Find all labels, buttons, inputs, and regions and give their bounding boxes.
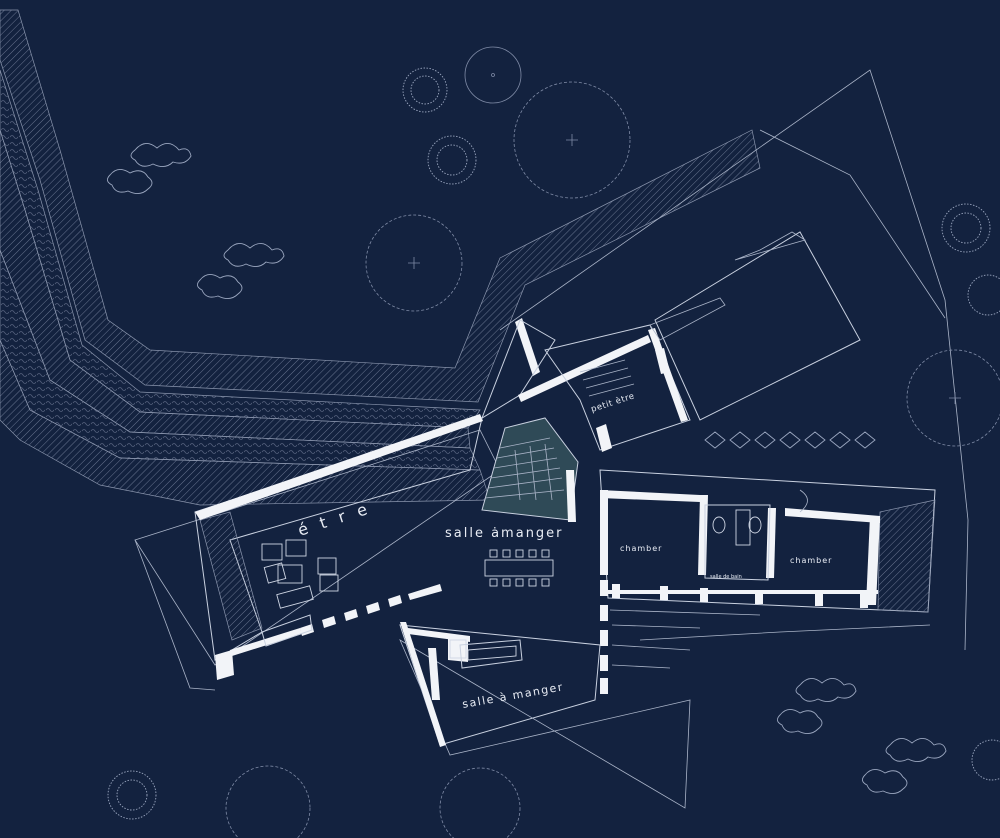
shrub-6: [971, 739, 1000, 781]
walkways: [609, 609, 761, 669]
label-salle-de-bain: salle de bain: [710, 574, 742, 580]
small-stair: [579, 359, 635, 397]
shrub-2: [427, 135, 477, 185]
label-chamber-left: chamber: [620, 544, 662, 553]
groundcover-5: [795, 678, 857, 702]
tree-2: [513, 81, 631, 199]
trees: [107, 46, 1000, 838]
groundcover-6: [777, 709, 823, 734]
stair-treads: [484, 437, 565, 501]
groundcover-4: [197, 274, 243, 299]
groundcover-8: [862, 769, 908, 794]
tree-3: [365, 214, 463, 312]
label-etre: é t r e: [295, 498, 373, 539]
hedge-row: [704, 431, 876, 449]
groundcover-2: [107, 169, 153, 194]
stair-core: [481, 417, 579, 521]
living-furniture: [261, 539, 339, 609]
stream: [0, 9, 761, 506]
label-salle-amanger: salle ȧmanger: [445, 526, 564, 541]
dining-table: [484, 549, 554, 587]
west-wall-segments: [600, 580, 608, 694]
bathroom-fixtures: [712, 509, 762, 546]
tree-4: [906, 349, 1000, 447]
tree-6: [439, 767, 521, 838]
shrub-1: [402, 67, 448, 113]
glazing-south: [300, 584, 442, 636]
tree-1: [464, 46, 522, 104]
shrub-5: [107, 770, 157, 820]
shrub-4: [967, 274, 1000, 316]
bedroom-window-row: [608, 584, 878, 608]
label-chamber-right: chamber: [790, 556, 832, 565]
groundcover-7: [885, 738, 947, 762]
site-boundary: [134, 69, 969, 691]
groundcover-1: [130, 143, 192, 167]
building: [134, 231, 936, 809]
shrub-3: [941, 203, 991, 253]
groundcover-3: [223, 243, 285, 267]
tree-5: [225, 765, 311, 838]
